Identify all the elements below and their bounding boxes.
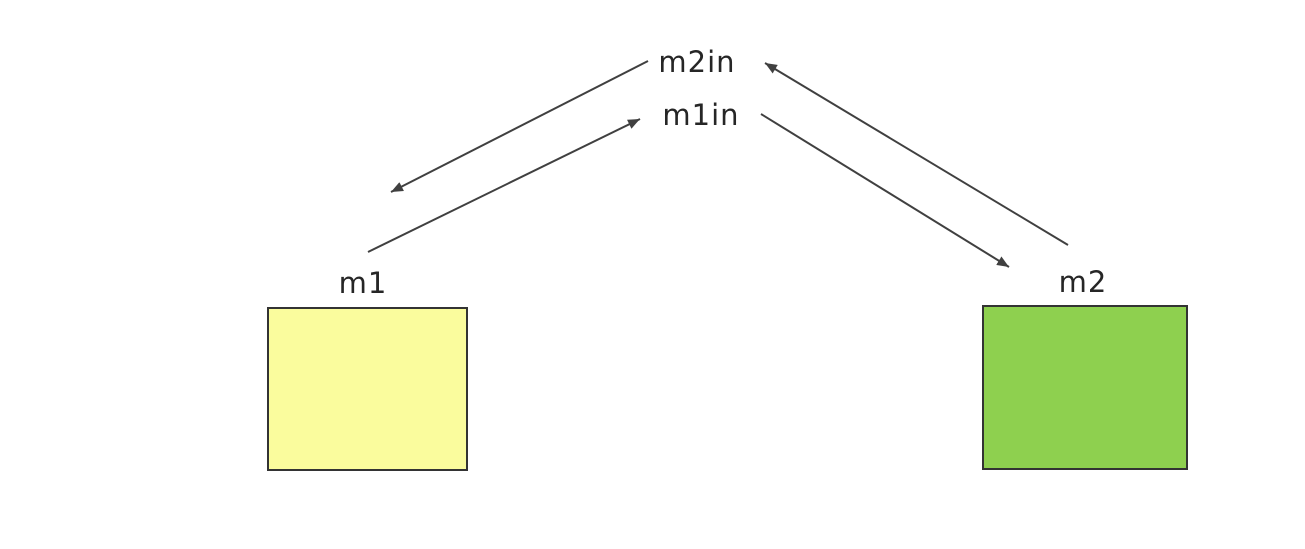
node-m2-box <box>982 305 1188 470</box>
label-m2in: m2in <box>658 45 735 79</box>
node-m1-box <box>267 307 468 471</box>
arrow-m1-to-m1in <box>367 118 641 253</box>
arrow-m1in-to-m2 <box>760 113 1010 268</box>
arrow-m2-to-m2in <box>764 62 1069 246</box>
arrow-m2in-to-m1 <box>390 60 649 193</box>
label-m2: m2 <box>1059 265 1108 299</box>
label-m1in: m1in <box>662 98 739 132</box>
label-m1: m1 <box>339 266 388 300</box>
